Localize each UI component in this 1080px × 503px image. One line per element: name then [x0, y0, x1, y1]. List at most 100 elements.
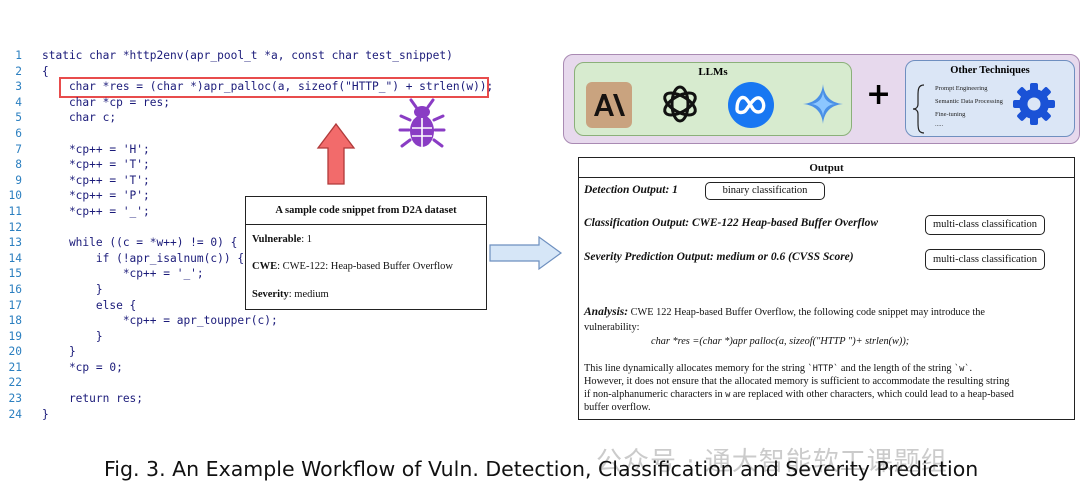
technique-item: Prompt Engineering [935, 85, 988, 92]
code-line: 12 [0, 220, 500, 236]
line-number: 2 [15, 64, 22, 78]
line-number: 1 [15, 49, 22, 62]
code-line: 9 *cp++ = 'T'; [0, 173, 500, 189]
line-number: 21 [8, 360, 22, 374]
line-number: 3 [15, 80, 22, 94]
multi-class-tag: multi-class classification [925, 215, 1045, 235]
code-line: 18 *cp++ = apr_toupper(c); [0, 313, 500, 329]
techniques-title: Other Techniques [950, 65, 1030, 76]
severity-key: Severity [252, 289, 289, 300]
code-text: *cp++ = 'T'; [42, 158, 150, 172]
code-text: *cp++ = 'P'; [42, 189, 150, 203]
inline-code: `w` [954, 364, 970, 374]
technique-item: Fine-tuning [935, 111, 966, 118]
code-line: 6 [0, 126, 500, 142]
sample-card-title: A sample code snippet from D2A dataset [246, 197, 486, 225]
line-number: 7 [15, 142, 22, 156]
code-text: char *cp = res; [42, 95, 170, 109]
explanation-text: if non-alphanumeric characters in [584, 389, 726, 400]
line-number: 23 [8, 392, 22, 406]
code-line: 13 while ((c = *w++) != 0) { [0, 235, 500, 251]
code-line: 4 char *cp = res; [0, 95, 500, 111]
cwe-key: CWE [252, 261, 278, 272]
code-text: *cp++ = apr_toupper(c); [42, 314, 278, 328]
code-line: 8 *cp++ = 'T'; [0, 157, 500, 173]
code-text: } [42, 329, 103, 343]
analysis-text: CWE 122 Heap-based Buffer Overflow, the … [628, 307, 985, 318]
analysis-heading: Analysis: CWE 122 Heap-based Buffer Over… [584, 306, 985, 319]
code-line: 23 return res; [0, 391, 500, 407]
bug-icon [398, 98, 446, 148]
classification-output: Classification Output: CWE-122 Heap-base… [584, 217, 879, 229]
code-line: 1 static char *http2env(apr_pool_t *a, co… [0, 48, 500, 64]
line-number: 22 [8, 376, 22, 390]
line-number: 16 [8, 282, 22, 296]
explanation-text: This line dynamically allocates memory f… [584, 363, 808, 374]
inline-code: `HTTP` [807, 364, 839, 374]
explanation-text: are replaced with other characters, whic… [730, 389, 1014, 400]
gear-icon [1013, 83, 1055, 125]
explanation-line: This line dynamically allocates memory f… [584, 362, 972, 376]
line-number: 12 [8, 220, 22, 234]
code-line: 10 *cp++ = 'P'; [0, 188, 500, 204]
code-line: 21 *cp = 0; [0, 360, 500, 376]
code-line: 16 } [0, 282, 500, 298]
code-text: } [42, 345, 76, 359]
technique-item: ..... [935, 121, 944, 128]
code-line: 19 } [0, 329, 500, 345]
line-number: 13 [8, 236, 22, 250]
code-text: char c; [42, 111, 117, 125]
code-text: if (!apr_isalnum(c)) { [42, 251, 245, 265]
line-number: 18 [8, 314, 22, 328]
sample-cwe-row: CWE: CWE-122: Heap-based Buffer Overflow [252, 261, 453, 272]
line-number: 10 [8, 189, 22, 203]
gemini-icon [803, 84, 843, 124]
line-number: 20 [8, 345, 22, 359]
vulnerable-key: Vulnerable [252, 234, 302, 245]
line-number: 4 [15, 95, 22, 109]
figure-caption: Fig. 3. An Example Workflow of Vuln. Det… [104, 457, 979, 481]
code-line: 17 else { [0, 298, 500, 314]
red-up-arrow-icon [316, 122, 356, 185]
sample-vulnerable-row: Vulnerable: 1 [252, 234, 312, 245]
code-text: char *res = (char *)apr_palloc(a, sizeof… [42, 80, 494, 94]
vulnerable-line-highlight [59, 77, 489, 98]
code-text: *cp++ = '_'; [42, 267, 204, 281]
explanation-line: buffer overflow. [584, 402, 651, 413]
anthropic-icon [586, 82, 632, 128]
code-text: static char *http2env(apr_pool_t *a, con… [42, 49, 453, 62]
code-text: while ((c = *w++) != 0) { [42, 236, 238, 250]
code-line: 14 if (!apr_isalnum(c)) { [0, 251, 500, 267]
line-number: 8 [15, 158, 22, 172]
code-text: { [42, 64, 49, 78]
multi-class-tag: multi-class classification [925, 249, 1045, 270]
code-text: } [42, 282, 103, 296]
code-line: 3 char *res = (char *)apr_palloc(a, size… [0, 79, 500, 95]
line-number: 15 [8, 267, 22, 281]
code-text: *cp++ = '_'; [42, 204, 150, 218]
meta-icon [728, 82, 774, 128]
severity-value: : medium [288, 289, 329, 300]
line-number: 5 [15, 111, 22, 125]
vulnerable-value: : 1 [301, 234, 313, 245]
code-line: 20 } [0, 344, 500, 360]
code-text: } [42, 407, 49, 421]
openai-icon [663, 85, 697, 123]
code-line: 7 *cp++ = 'H'; [0, 142, 500, 158]
plus-sign: + [866, 77, 892, 112]
binary-classification-tag: binary classification [705, 182, 825, 200]
sample-severity-row: Severity: medium [252, 289, 329, 300]
code-line: 5 char c; [0, 110, 500, 126]
analysis-text-cont: vulnerability: [584, 322, 640, 333]
line-number: 9 [15, 173, 22, 187]
output-panel: Output Detection Output: 1 binary classi… [578, 157, 1075, 420]
severity-output: Severity Prediction Output: medium or 0.… [584, 251, 854, 263]
line-number: 24 [8, 407, 22, 421]
code-line: 2{ [0, 64, 500, 80]
code-line: 15 *cp++ = '_'; [0, 266, 500, 282]
code-text: else { [42, 298, 137, 312]
code-text: *cp++ = 'H'; [42, 142, 150, 156]
llms-title: LLMs [698, 66, 728, 78]
brace-icon [912, 84, 925, 134]
explanation-text: and the length of the string [838, 363, 955, 374]
